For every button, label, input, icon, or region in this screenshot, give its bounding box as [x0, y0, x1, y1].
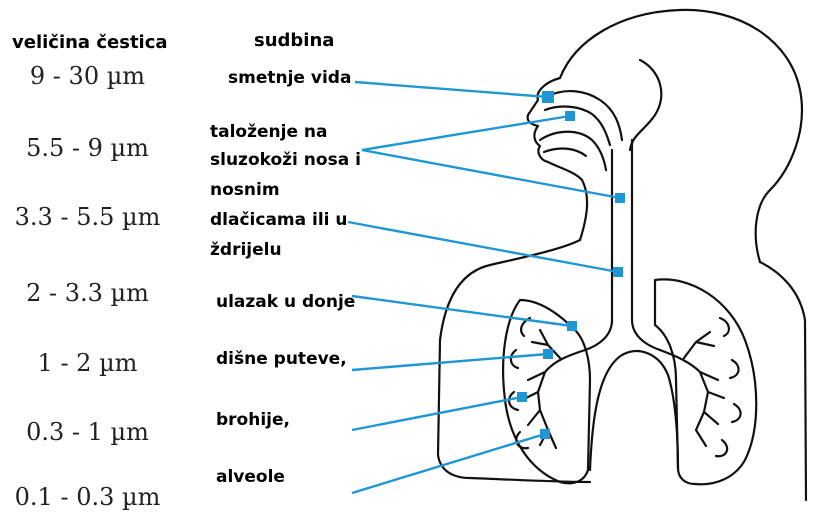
size-label: 0.3 - 1 µm: [0, 418, 175, 446]
pointer-smetnje-vida: [355, 82, 548, 97]
marker-bronchi: [567, 321, 577, 331]
fate-header: sudbina: [254, 30, 334, 51]
size-label: 3.3 - 5.5 µm: [0, 203, 175, 231]
fate-text: nosnim: [210, 180, 280, 200]
size-label: 5.5 - 9 µm: [0, 134, 175, 162]
fate-text: taloženje na: [210, 122, 327, 142]
fate-text: dišne puteve,: [216, 349, 347, 369]
bronchial-tree-right: [660, 332, 724, 446]
marker-eye: [542, 91, 554, 103]
pointer-bronhiole: [352, 397, 522, 430]
particle-size-header: veličina čestica: [12, 32, 168, 53]
marker-alveoli: [540, 429, 550, 439]
marker-terminal: [517, 392, 527, 402]
size-label: 9 - 30 µm: [0, 62, 175, 90]
trachea-left: [585, 150, 612, 350]
marker-trachea: [613, 267, 623, 277]
pointer-lines: [348, 82, 625, 493]
marker-pharynx: [615, 193, 625, 203]
fate-text: ždrijelu: [210, 240, 282, 260]
pointer-alveole: [352, 434, 545, 493]
head-outline: [560, 10, 802, 262]
pointer-ždrijelo: [348, 222, 618, 272]
size-label: 2 - 3.3 µm: [0, 279, 175, 307]
fate-text: alveole: [216, 467, 285, 487]
fate-text: dlačicama ili u: [210, 210, 348, 230]
fate-text: brohije,: [216, 410, 290, 430]
pointer-taloženje-grlo: [362, 150, 620, 198]
bronchial-tree-left: [522, 330, 585, 448]
fate-text: smetnje vida: [228, 68, 351, 88]
marker-bronchioles: [543, 349, 553, 359]
fate-text: ulazak u donje: [216, 292, 355, 312]
pointer-donje-dišne: [352, 296, 572, 326]
size-label: 1 - 2 µm: [0, 349, 175, 377]
fate-text: sluzokoži nosa i: [210, 150, 361, 170]
mediastinum: [590, 351, 678, 470]
size-label: 0.1 - 0.3 µm: [0, 483, 175, 511]
marker-nose: [565, 111, 575, 121]
face-profile: [528, 78, 587, 240]
